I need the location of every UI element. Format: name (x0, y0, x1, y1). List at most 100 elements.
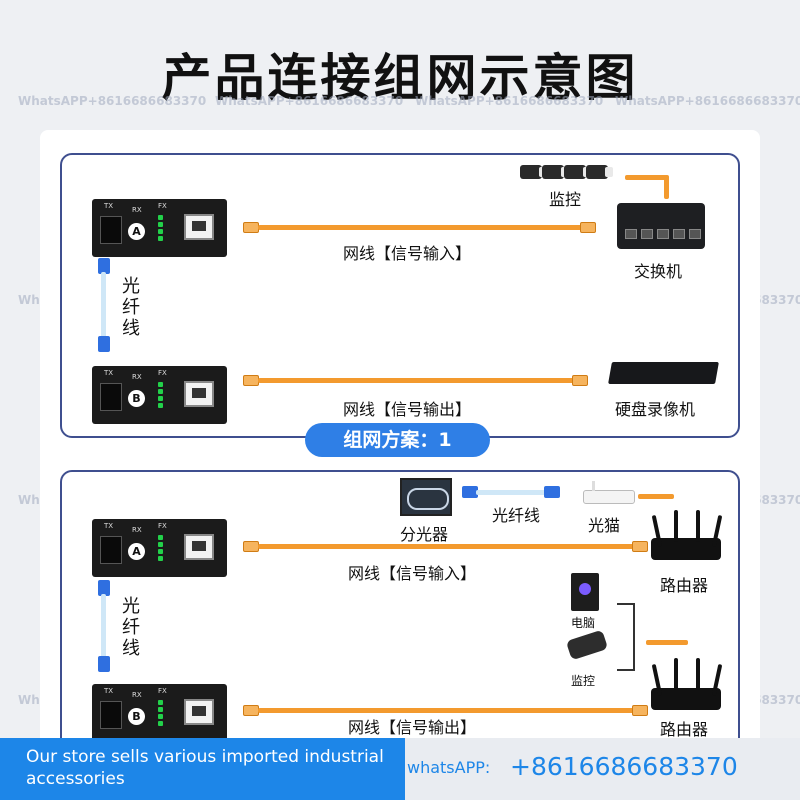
ethernet-cable-output (258, 708, 638, 713)
router2-label: 路由器 (660, 720, 709, 739)
watermark: WhatsAPP+8616686683370 (415, 94, 604, 108)
router-label: 路由器 (660, 576, 709, 595)
cable-plug (243, 705, 259, 716)
optical-modem-icon (583, 481, 635, 504)
rx-label: RX (132, 373, 142, 381)
rx-label: RX (132, 526, 142, 534)
camera-label: 监控 (571, 674, 596, 688)
camera-cable (664, 175, 669, 199)
camera-icon (520, 165, 547, 179)
device-bracket (617, 603, 635, 671)
fiber-connector-icon (462, 486, 478, 498)
status-leds (158, 380, 172, 410)
rj45-port (184, 534, 214, 560)
fiber-cable (101, 594, 106, 660)
fiber-connector-icon (544, 486, 560, 498)
switch-label: 交换机 (634, 262, 683, 281)
fx-label: FX (158, 687, 167, 695)
fiber-connector-icon (98, 656, 110, 672)
cable-out-label: 网线【信号输出】 (348, 718, 477, 737)
fiber-label: 光纤线 (122, 276, 140, 339)
whatsapp-label: whatsAPP: (407, 758, 491, 777)
switch-icon (617, 203, 705, 249)
fx-label: FX (158, 202, 167, 210)
media-converter-b: TX RX FX B (92, 366, 227, 424)
unit-a-badge: A (128, 543, 145, 560)
tx-label: TX (104, 522, 114, 530)
media-converter-a: TX RX FX A (92, 519, 227, 577)
tx-label: TX (104, 369, 114, 377)
nvr-label: 硬盘录像机 (615, 400, 696, 419)
modem-label: 光猫 (588, 516, 621, 535)
fiber-port (100, 701, 122, 729)
router-antenna (674, 658, 678, 690)
router-icon (651, 538, 721, 560)
nvr-icon (608, 362, 719, 384)
cable-plug (632, 705, 648, 716)
rj45-port (184, 214, 214, 240)
camera-label: 监控 (549, 190, 582, 209)
splitter-label: 分光器 (400, 525, 449, 544)
fx-label: FX (158, 522, 167, 530)
unit-b-badge: B (128, 390, 145, 407)
status-leds (158, 213, 172, 243)
media-converter-a: TX RX FX A (92, 199, 227, 257)
fiber-connector-icon (98, 336, 110, 352)
ethernet-cable-input (258, 225, 583, 230)
router-antenna (696, 510, 700, 542)
rj45-port (184, 381, 214, 407)
router2-cable (646, 640, 688, 645)
cable-plug (243, 375, 259, 386)
fx-label: FX (158, 369, 167, 377)
camera-icon (542, 165, 569, 179)
unit-b-badge: B (128, 708, 145, 725)
pc-icon (571, 573, 599, 611)
status-leds (158, 533, 172, 563)
fiber-connector-icon (98, 580, 110, 596)
fiber-port (100, 216, 122, 244)
status-leds (158, 698, 172, 728)
fiber-cable (101, 272, 106, 338)
watermark: WhatsAPP+8616686683370 (615, 94, 800, 108)
ethernet-cable-output (258, 378, 583, 383)
cable-plug (580, 222, 596, 233)
tx-label: TX (104, 687, 114, 695)
fiber-splitter-icon (400, 478, 452, 516)
cable-plug (572, 375, 588, 386)
page-title: 产品连接组网示意图 (161, 49, 639, 107)
unit-a-badge: A (128, 223, 145, 240)
fiber-connector-icon (98, 258, 110, 274)
camera-icon (564, 165, 591, 179)
cable-out-label: 网线【信号输出】 (343, 400, 472, 419)
media-converter-b: TX RX FX B (92, 684, 227, 742)
fiber-link-label: 光纤线 (492, 506, 541, 525)
whatsapp-number[interactable]: +8616686683370 (510, 752, 738, 781)
cable-in-label: 网线【信号输入】 (343, 244, 472, 263)
cable-plug (243, 222, 259, 233)
scheme1-badge: 组网方案：1 (305, 423, 490, 457)
footer-contact-bar (390, 738, 800, 800)
fiber-label: 光纤线 (122, 596, 140, 659)
router-antenna (696, 658, 700, 690)
fiber-link-cable (476, 490, 546, 495)
watermark: WhatsAPP+8616686683370 (18, 94, 207, 108)
fiber-port (100, 536, 122, 564)
rj45-port (184, 699, 214, 725)
pc-label: 电脑 (571, 616, 596, 630)
store-text: Our store sells various imported industr… (26, 747, 384, 789)
router-icon (651, 688, 721, 710)
ethernet-cable-input (258, 544, 638, 549)
modem-cable (638, 494, 674, 499)
rx-label: RX (132, 206, 142, 214)
rx-label: RX (132, 691, 142, 699)
cable-plug (243, 541, 259, 552)
watermark: WhatsAPP+8616686683370 (215, 94, 404, 108)
cable-in-label: 网线【信号输入】 (348, 564, 477, 583)
tx-label: TX (104, 202, 114, 210)
router-antenna (674, 510, 678, 542)
cable-plug (632, 541, 648, 552)
fiber-port (100, 383, 122, 411)
footer-store-banner: Our store sells various imported industr… (0, 738, 405, 800)
camera-cable (625, 175, 667, 180)
